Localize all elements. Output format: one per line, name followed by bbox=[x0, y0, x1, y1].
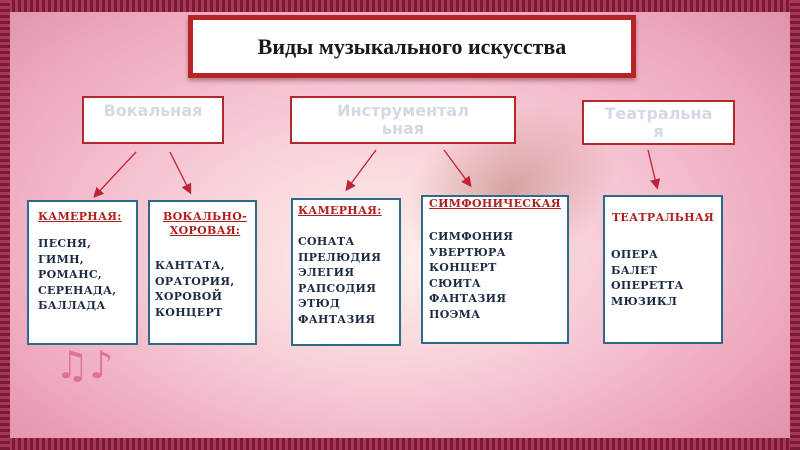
list-item: КАНТАТА, bbox=[155, 259, 225, 272]
page-title: Виды музыкального искусства bbox=[257, 33, 567, 59]
box-items: ОПЕРА БАЛЕТ ОПЕРЕТТА МЮЗИКЛ bbox=[611, 247, 721, 309]
box-vocal-choral: ВОКАЛЬНО-ХОРОВАЯ: КАНТАТА, ОРАТОРИЯ, ХОР… bbox=[148, 200, 257, 345]
list-item: СОНАТА bbox=[298, 235, 355, 248]
arrow-vocal-choral bbox=[169, 151, 192, 195]
list-item: СЮИТА bbox=[429, 276, 481, 290]
list-item: ОРАТОРИЯ, bbox=[155, 274, 235, 288]
category-theatrical: Театральная bbox=[582, 100, 735, 145]
box-heading: КАМЕРНАЯ: bbox=[38, 210, 122, 223]
box-instrumental-symphonic: СИМФОНИЧЕСКАЯ СИМФОНИЯ УВЕРТЮРА КОНЦЕРТ … bbox=[421, 195, 569, 344]
list-item: ПРЕЛЮДИЯ bbox=[298, 250, 382, 264]
category-vocal-label: Вокальная bbox=[103, 101, 203, 120]
list-item: ПОЭМА bbox=[429, 307, 481, 321]
list-item: ГИМН, bbox=[38, 252, 84, 266]
box-theatrical: ТЕАТРАЛЬНАЯ ОПЕРА БАЛЕТ ОПЕРЕТТА МЮЗИКЛ bbox=[603, 195, 723, 344]
frame-border-left bbox=[0, 0, 10, 450]
category-vocal: Вокальная bbox=[82, 96, 224, 144]
music-notes-decoration: ♫♪ bbox=[55, 343, 114, 387]
list-item: МЮЗИКЛ bbox=[611, 294, 678, 308]
list-item: КОНЦЕРТ bbox=[155, 305, 223, 319]
list-item: ЭЛЕГИЯ bbox=[298, 266, 355, 279]
box-items: СИМФОНИЯ УВЕРТЮРА КОНЦЕРТ СЮИТА ФАНТАЗИЯ… bbox=[429, 229, 567, 322]
frame-border-bottom bbox=[0, 438, 800, 450]
box-heading: ТЕАТРАЛЬНАЯ bbox=[611, 211, 715, 224]
box-instrumental-chamber: КАМЕРНАЯ: СОНАТА ПРЕЛЮДИЯ ЭЛЕГИЯ РАПСОДИ… bbox=[291, 198, 401, 346]
list-item: РОМАНС, bbox=[38, 268, 103, 281]
list-item: РАПСОДИЯ bbox=[298, 281, 377, 295]
arrow-instr-symphonic bbox=[443, 149, 472, 188]
box-items: КАНТАТА, ОРАТОРИЯ, ХОРОВОЙ КОНЦЕРТ bbox=[155, 258, 255, 320]
box-heading: СИМФОНИЧЕСКАЯ bbox=[429, 197, 561, 210]
box-items: ПЕСНЯ, ГИМН, РОМАНС, СЕРЕНАДА, БАЛЛАДА bbox=[38, 236, 136, 314]
box-vocal-chamber: КАМЕРНАЯ: ПЕСНЯ, ГИМН, РОМАНС, СЕРЕНАДА,… bbox=[27, 200, 138, 345]
list-item: ФАНТАЗИЯ bbox=[429, 292, 507, 305]
arrow-theatrical bbox=[647, 149, 661, 190]
list-item: СЕРЕНАДА, bbox=[38, 283, 117, 297]
box-heading: КАМЕРНАЯ: bbox=[298, 204, 382, 217]
list-item: ПЕСНЯ, bbox=[38, 237, 92, 250]
list-item: КОНЦЕРТ bbox=[429, 261, 497, 274]
list-item: ЭТЮД bbox=[298, 297, 341, 310]
list-item: СИМФОНИЯ bbox=[429, 230, 514, 243]
box-heading: ВОКАЛЬНО-ХОРОВАЯ: bbox=[163, 210, 247, 237]
category-theatrical-label: Театральная bbox=[604, 103, 713, 141]
frame-border-right bbox=[790, 0, 800, 450]
category-instrumental: Инструментальная bbox=[290, 96, 516, 144]
frame-border-top bbox=[0, 0, 800, 12]
arrow-vocal-chamber bbox=[93, 151, 137, 198]
list-item: БАЛЕТ bbox=[611, 263, 658, 277]
arrow-instr-chamber bbox=[345, 149, 377, 192]
list-item: ОПЕРЕТТА bbox=[611, 279, 684, 292]
category-instrumental-label: Инструментальная bbox=[337, 101, 469, 138]
title-box: Виды музыкального искусства bbox=[188, 15, 636, 78]
list-item: БАЛЛАДА bbox=[38, 299, 106, 312]
list-item: ФАНТАЗИЯ bbox=[298, 312, 376, 326]
list-item: УВЕРТЮРА bbox=[429, 245, 506, 259]
list-item: ХОРОВОЙ bbox=[155, 290, 223, 303]
box-items: СОНАТА ПРЕЛЮДИЯ ЭЛЕГИЯ РАПСОДИЯ ЭТЮД ФАН… bbox=[298, 234, 399, 327]
list-item: ОПЕРА bbox=[611, 248, 659, 261]
